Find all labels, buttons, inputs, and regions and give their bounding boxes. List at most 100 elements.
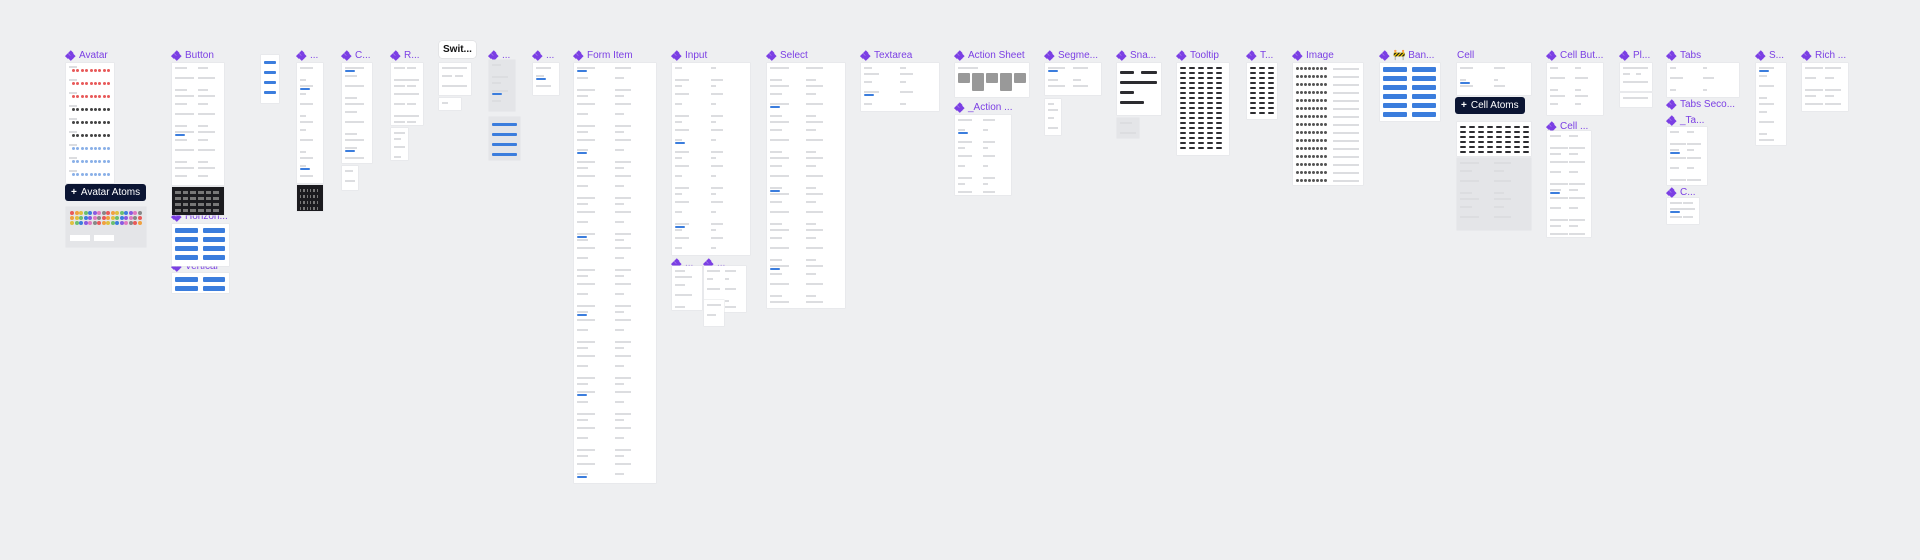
avatar-frame[interactable] bbox=[66, 63, 114, 183]
avatar-atoms-badge[interactable]: +Avatar Atoms bbox=[65, 184, 147, 201]
frame-label-ta[interactable]: _Ta... bbox=[1666, 115, 1704, 126]
frame-label-cellbut[interactable]: Cell But... bbox=[1546, 50, 1603, 61]
c2-frame[interactable] bbox=[1667, 198, 1699, 224]
cellsub-frame[interactable] bbox=[1547, 131, 1591, 237]
frame-label-vertical[interactable]: Vertical bbox=[171, 261, 218, 272]
textarea-frame[interactable] bbox=[861, 63, 939, 111]
image-dot bbox=[1312, 91, 1315, 94]
dots2-frame[interactable] bbox=[489, 60, 515, 111]
frame-label-in1[interactable]: ... bbox=[671, 258, 693, 269]
image-frame[interactable] bbox=[1293, 63, 1363, 185]
avatar-atoms-frame[interactable] bbox=[66, 207, 146, 247]
frame-label-in2[interactable]: ... bbox=[703, 258, 725, 269]
frame-label-cellsub[interactable]: Cell ... bbox=[1546, 121, 1588, 132]
s1-frame[interactable] bbox=[1756, 63, 1786, 145]
dots3-frame[interactable] bbox=[533, 63, 559, 95]
r1-frame[interactable] bbox=[391, 63, 423, 125]
thumb-line bbox=[1569, 233, 1585, 235]
pl-sub-frame[interactable] bbox=[1620, 93, 1652, 107]
thumb-line bbox=[1759, 121, 1774, 123]
frame-label-t1[interactable]: T... bbox=[1246, 50, 1273, 61]
sna-sub-frame[interactable] bbox=[1117, 118, 1139, 138]
cell-atoms-frame[interactable] bbox=[1457, 158, 1531, 230]
t1-frame[interactable] bbox=[1247, 63, 1277, 119]
switch-label-chip[interactable]: Swit... bbox=[439, 41, 476, 58]
frame-label-actionsub[interactable]: _Action ... bbox=[954, 102, 1012, 113]
formitem-frame[interactable] bbox=[574, 63, 656, 483]
thumb-line bbox=[1333, 68, 1359, 70]
frame-label-tabssec[interactable]: Tabs Seco... bbox=[1666, 99, 1735, 110]
thumb-block bbox=[1216, 127, 1222, 129]
frame-label-select[interactable]: Select bbox=[766, 50, 808, 61]
frame-label-input[interactable]: Input bbox=[671, 50, 707, 61]
frame-label-tooltip[interactable]: Tooltip bbox=[1176, 50, 1219, 61]
small-frame-a[interactable] bbox=[261, 55, 279, 103]
avatar-dot bbox=[119, 211, 124, 215]
thumb-line bbox=[1569, 207, 1578, 209]
tooltip-frame[interactable] bbox=[1177, 63, 1229, 155]
pl-frame[interactable] bbox=[1620, 63, 1652, 91]
avatar-dot bbox=[110, 221, 115, 225]
frame-label-tabs[interactable]: Tabs bbox=[1666, 50, 1701, 61]
image-dot bbox=[1304, 179, 1307, 182]
actionsheet-frame[interactable] bbox=[955, 63, 1029, 97]
r1-sub-frame[interactable] bbox=[391, 128, 408, 160]
thumb-line bbox=[615, 221, 624, 223]
frame-label-dots1[interactable]: ... bbox=[296, 50, 318, 61]
vertical-frame[interactable] bbox=[172, 273, 229, 293]
in3-frame[interactable] bbox=[704, 300, 724, 326]
ban-frame[interactable] bbox=[1380, 63, 1440, 121]
thumb-line bbox=[711, 67, 716, 69]
thumb-line bbox=[1759, 133, 1767, 135]
in1-frame[interactable] bbox=[672, 266, 702, 310]
dots1-frame[interactable] bbox=[297, 63, 323, 183]
frame-label-actionsheet[interactable]: Action Sheet bbox=[954, 50, 1025, 61]
input-frame[interactable] bbox=[672, 63, 750, 255]
cellbut-frame[interactable] bbox=[1547, 63, 1603, 115]
dots1-dark-frame[interactable] bbox=[297, 185, 323, 211]
segme-sub-frame[interactable] bbox=[1045, 99, 1061, 135]
button-frame[interactable] bbox=[172, 63, 224, 185]
button-dark-frame[interactable] bbox=[172, 187, 224, 215]
switch-sub-frame[interactable] bbox=[439, 98, 461, 110]
frame-label-segme[interactable]: Segme... bbox=[1044, 50, 1098, 61]
frame-label-c2[interactable]: C... bbox=[1666, 187, 1696, 198]
avatar-dot bbox=[94, 147, 97, 150]
frame-label-avatar[interactable]: Avatar bbox=[65, 50, 108, 61]
dots2-sub-frame[interactable] bbox=[489, 117, 520, 160]
frame-label-cell[interactable]: Cell bbox=[1457, 50, 1475, 61]
thumb-line bbox=[1550, 153, 1561, 155]
segme-frame[interactable] bbox=[1045, 63, 1101, 95]
thumb-block bbox=[1180, 112, 1186, 114]
select-frame[interactable] bbox=[767, 63, 845, 308]
c1-frame[interactable] bbox=[342, 63, 372, 163]
frame-label-textarea[interactable]: Textarea bbox=[860, 50, 912, 61]
cell-frame[interactable] bbox=[1457, 63, 1531, 95]
actionsub-frame[interactable] bbox=[955, 115, 1011, 195]
tabs-frame[interactable] bbox=[1667, 63, 1739, 97]
frame-label-s1[interactable]: S... bbox=[1755, 50, 1784, 61]
frame-label-dots3[interactable]: ... bbox=[532, 50, 554, 61]
frame-label-formitem[interactable]: Form Item bbox=[573, 50, 633, 61]
frame-label-button[interactable]: Button bbox=[171, 50, 214, 61]
frame-label-r1[interactable]: R... bbox=[390, 50, 420, 61]
frame-label-sna[interactable]: Sna... bbox=[1116, 50, 1156, 61]
image-dot bbox=[1312, 147, 1315, 150]
frame-label-c1[interactable]: C... bbox=[341, 50, 371, 61]
rich-frame[interactable] bbox=[1802, 63, 1848, 111]
frame-label-ban[interactable]: 🚧 Ban... bbox=[1379, 50, 1434, 61]
c1-sub-frame[interactable] bbox=[342, 166, 358, 190]
ta-frame[interactable] bbox=[1667, 127, 1707, 185]
cell-sub-frame[interactable] bbox=[1457, 122, 1531, 156]
thumb-line bbox=[306, 201, 308, 204]
horizontal-frame[interactable] bbox=[172, 224, 229, 266]
cell-atoms-badge[interactable]: +Cell Atoms bbox=[1455, 97, 1525, 114]
frame-label-rich[interactable]: Rich ... bbox=[1801, 50, 1846, 61]
frame-label-image[interactable]: Image bbox=[1292, 50, 1334, 61]
frame-label-horizon[interactable]: Horizon... bbox=[171, 211, 228, 222]
switch-frame[interactable] bbox=[439, 63, 471, 95]
sna-frame[interactable] bbox=[1117, 63, 1161, 115]
frame-label-pl[interactable]: Pl... bbox=[1619, 50, 1650, 61]
frame-label-dots2[interactable]: ... bbox=[488, 50, 510, 61]
